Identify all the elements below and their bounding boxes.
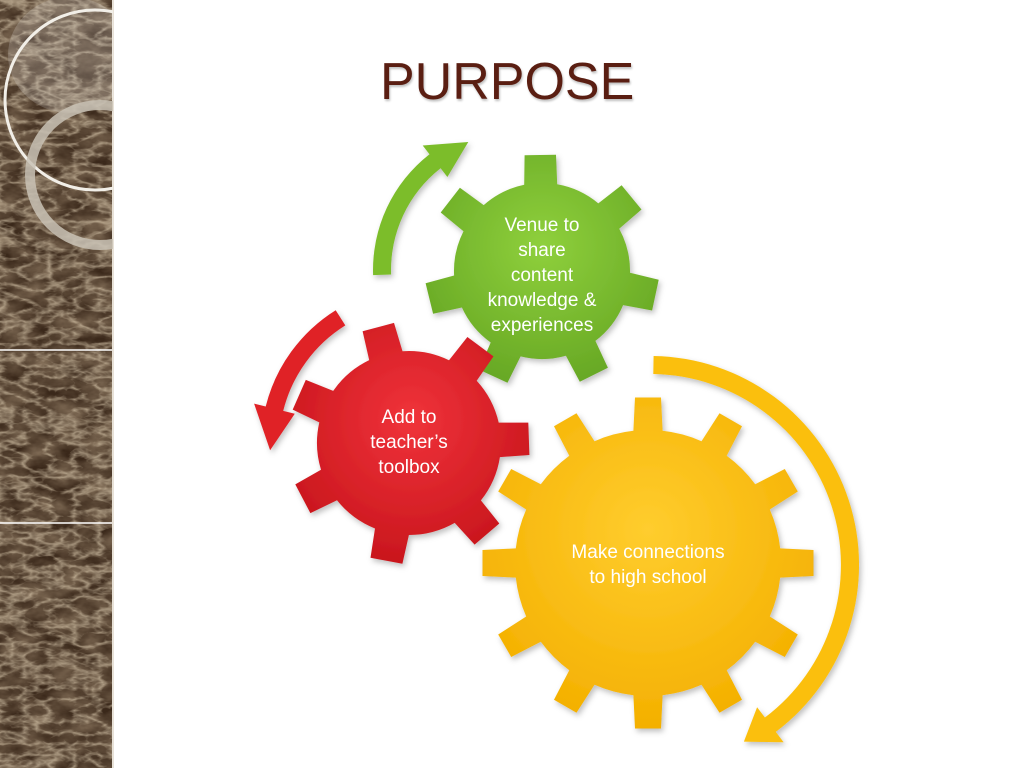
green-curved-arrow [373,142,469,276]
gear-connections [482,397,814,729]
yellow-curved-arrow [653,356,860,743]
gear-label-venue: Venue to share content knowledge & exper… [487,214,597,336]
gear-label-toolbox: Add to teacher’s toolbox [370,406,448,478]
slide-title: PURPOSE [380,53,635,111]
red-curved-arrow [254,310,346,451]
circle-ring-icon [3,8,113,192]
circle-ring-icon [25,100,113,250]
gear-label-connections: Make connections to high school [571,542,725,588]
gear-venue [425,154,659,383]
sidebar-veins [0,0,113,768]
gear-toolbox [292,322,530,564]
circle-ring-icon [8,0,113,113]
